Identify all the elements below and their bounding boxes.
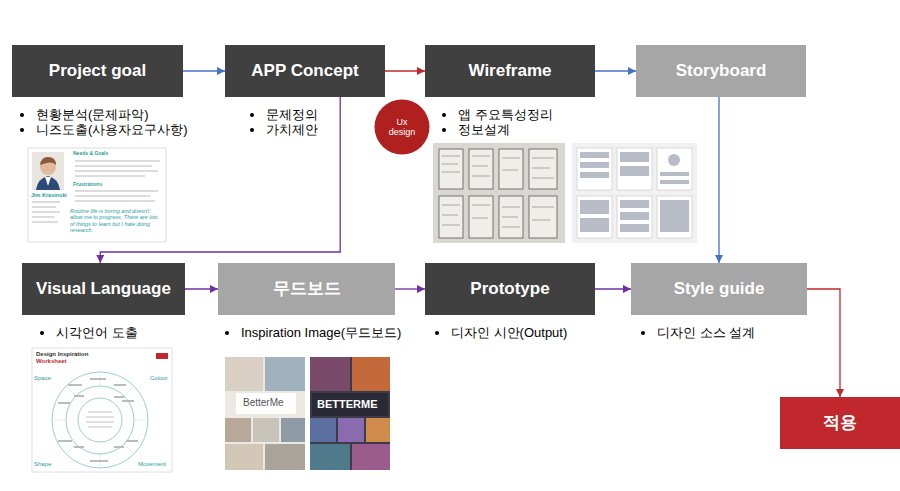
- persona-quote-row: Routine life is boring and doesn't allow…: [70, 208, 162, 233]
- bullet-dot: [442, 113, 446, 117]
- process-box: APP Concept: [225, 45, 385, 97]
- flow-arrow: [395, 288, 425, 289]
- persona-name-row: Jim Krasinski: [31, 192, 67, 198]
- bullet-dot: [435, 331, 439, 335]
- wireframe-mockup: [572, 143, 697, 243]
- worksheet-label: Space: [34, 375, 51, 382]
- flow-arrow: [807, 289, 840, 397]
- flow-arrow: [185, 288, 218, 289]
- worksheet-title-row: Design Inspiration: [36, 351, 88, 358]
- bullet-text-row: 가치제안: [250, 123, 318, 138]
- box-label: Storyboard: [676, 61, 767, 81]
- worksheet-label: Colour: [150, 375, 168, 382]
- persona-name: Jim Krasinski: [31, 192, 67, 198]
- process-box: Prototype: [425, 263, 595, 315]
- bullet-dot: [250, 128, 254, 132]
- worksheet-label-row: Space: [34, 375, 51, 382]
- persona-heading-row: Needs & Goals: [73, 151, 108, 157]
- bullet-text: 현황분석(문제파악): [36, 108, 149, 123]
- worksheet-title: Worksheet: [36, 358, 67, 365]
- bullet-text-row: 시각언어 도출: [40, 326, 138, 341]
- worksheet-label-row: Colour: [150, 375, 168, 382]
- flow-arrow: [718, 97, 719, 263]
- bullet-dot: [442, 128, 446, 132]
- bullet-text: 문제정의: [266, 108, 318, 123]
- box-label: Project goal: [49, 61, 146, 81]
- bullet-dot: [641, 331, 645, 335]
- box-label: 무드보드: [273, 279, 341, 299]
- box-label: Prototype: [470, 279, 549, 299]
- box-label: 적용: [823, 413, 857, 433]
- persona-quote: Routine life is boring and doesn't allow…: [70, 208, 162, 233]
- bullet-text: 정보설계: [458, 123, 510, 138]
- persona-heading: Needs & Goals: [73, 151, 108, 157]
- flow-arrow: [385, 70, 425, 71]
- flow-arrow: [595, 288, 631, 289]
- wireframe-sketch: [433, 143, 565, 243]
- bullet-dot: [40, 331, 44, 335]
- process-box: Wireframe: [425, 45, 595, 97]
- worksheet-label-row: Shape: [34, 461, 51, 468]
- circle-outline: [375, 100, 430, 155]
- box-label: Visual Language: [36, 279, 171, 299]
- mood-text-row: BETTERME: [317, 398, 378, 411]
- result-box: 적용: [780, 397, 900, 449]
- mood-text-row: BetterMe: [243, 397, 284, 409]
- bullet-dot: [250, 113, 254, 117]
- persona-heading: Frustrations: [73, 182, 102, 188]
- process-box: Project goal: [12, 45, 183, 97]
- bullet-dot: [20, 113, 24, 117]
- bullet-text: 디자인 시안(Output): [451, 326, 567, 341]
- persona-heading-row: Frustrations: [73, 182, 102, 188]
- worksheet-title: Design Inspiration: [36, 351, 88, 358]
- process-box: Visual Language: [22, 263, 185, 315]
- flow-arrow: [183, 70, 225, 71]
- bullet-text: 니즈도출(사용자요구사항): [36, 123, 188, 138]
- worksheet-title-row: Worksheet: [36, 358, 67, 365]
- bullet-dot: [20, 128, 24, 132]
- box-label: Wireframe: [469, 61, 552, 81]
- process-box: Style guide: [631, 263, 807, 315]
- box-label: APP Concept: [251, 61, 358, 81]
- mood-text: BETTERME: [317, 398, 378, 411]
- worksheet-label: Shape: [34, 461, 51, 468]
- bullet-text: 디자인 소스 설계: [657, 326, 755, 341]
- bullet-text-row: 니즈도출(사용자요구사항): [20, 123, 188, 138]
- bullet-text: 시각언어 도출: [56, 326, 138, 341]
- bullet-text-row: 문제정의: [250, 108, 318, 123]
- mood-board-image: [310, 357, 390, 470]
- process-box: 무드보드: [218, 263, 395, 315]
- bullet-text-row: 디자인 소스 설계: [641, 326, 755, 341]
- inspiration-worksheet: [32, 348, 172, 472]
- bullet-text: Inspiration Image(무드보드): [241, 326, 401, 341]
- persona-card: [28, 148, 166, 242]
- mood-text: BetterMe: [243, 397, 284, 409]
- bullet-text-row: 현황분석(문제파악): [20, 108, 149, 123]
- bullet-dot: [225, 331, 229, 335]
- bullet-text: 가치제안: [266, 123, 318, 138]
- box-label: Style guide: [674, 279, 765, 299]
- bullet-text-row: 디자인 시안(Output): [435, 326, 567, 341]
- ux-circle: Ux design: [374, 99, 430, 155]
- circle-label: Ux design: [385, 117, 419, 138]
- bullet-text-row: 정보설계: [442, 123, 510, 138]
- bullet-text-row: 앱 주요특성정리: [442, 108, 553, 123]
- bullet-text: 앱 주요특성정리: [458, 108, 553, 123]
- worksheet-label: Movement: [138, 461, 166, 468]
- bullet-text-row: Inspiration Image(무드보드): [225, 326, 401, 341]
- process-box: Storyboard: [636, 45, 806, 97]
- worksheet-label-row: Movement: [138, 461, 166, 468]
- flow-arrow: [595, 70, 636, 71]
- mood-board-image: [225, 357, 305, 470]
